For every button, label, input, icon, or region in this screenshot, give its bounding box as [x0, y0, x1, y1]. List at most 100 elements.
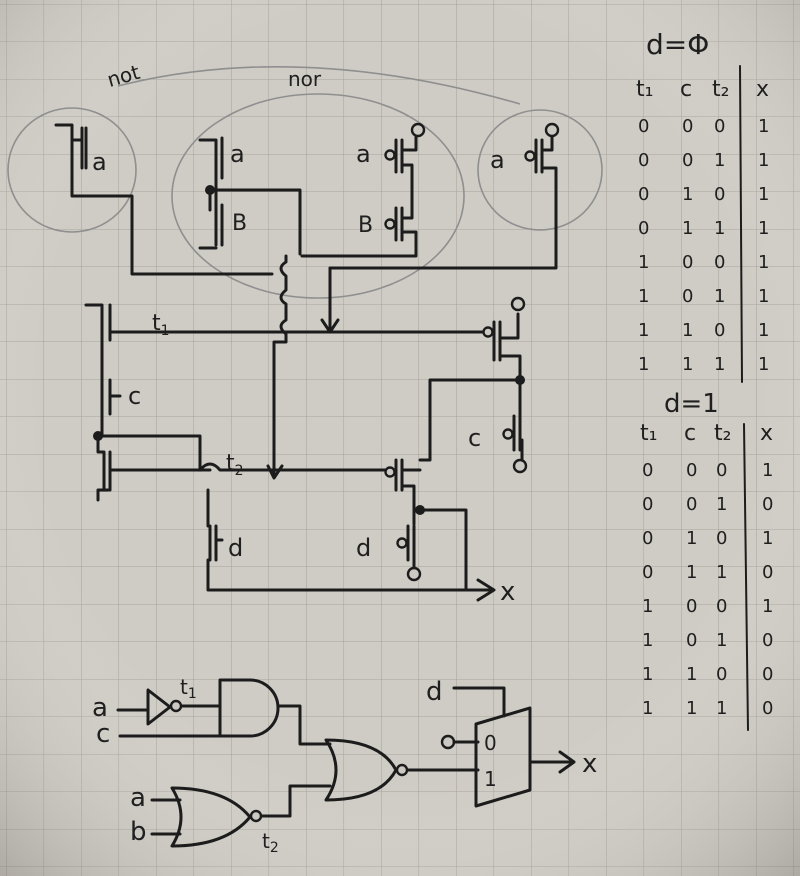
table-cell: 0	[714, 252, 725, 273]
table-cell: 1	[638, 286, 649, 307]
t2-wire	[198, 462, 398, 472]
table-cell: 1	[716, 698, 727, 719]
output-stage: d d x	[206, 458, 515, 607]
table-header-cell: c	[684, 421, 696, 446]
label-d-left: d	[228, 534, 243, 562]
table-cell: 0	[638, 184, 649, 205]
table-cell: 0	[686, 630, 697, 651]
table-cell: 1	[714, 286, 725, 307]
table-cell: 0	[714, 116, 725, 137]
mux	[474, 706, 532, 808]
table-cell: 1	[758, 218, 769, 239]
table-cell: 0	[642, 494, 653, 515]
table-divider	[739, 65, 743, 383]
gate-input-c: c	[96, 719, 110, 749]
label-d-right: d	[356, 534, 371, 562]
table-cell: 1	[762, 528, 773, 549]
table-cell: 1	[642, 630, 653, 651]
label-a-nor-right: a	[356, 140, 371, 168]
table-cell: 1	[714, 354, 725, 375]
table-cell: 0	[682, 150, 693, 171]
table-cell: 1	[758, 286, 769, 307]
nor-annotation: nor	[288, 67, 322, 91]
table-header-cell: x	[756, 77, 769, 102]
table-cell: 0	[716, 664, 727, 685]
table-cell: 1	[762, 596, 773, 617]
table-divider	[743, 423, 749, 731]
table-cell: 1	[682, 354, 693, 375]
table-cell: 1	[758, 252, 769, 273]
table-cell: 0	[762, 698, 773, 719]
table-cell: 0	[716, 460, 727, 481]
nor-gate-inputs	[170, 786, 252, 848]
table-cell: 0	[638, 150, 649, 171]
transistor-schematic: a a B a B a	[54, 122, 560, 607]
table-cell: 1	[716, 562, 727, 583]
gate-t1-label: t1	[180, 675, 197, 702]
nor-circle	[171, 93, 465, 299]
label-b-nor-left: B	[232, 211, 247, 236]
label-a-right: a	[490, 146, 505, 174]
label-a-left: a	[92, 148, 107, 176]
table-cell: 1	[758, 150, 769, 171]
table-cell: 0	[686, 494, 697, 515]
table-cell: 0	[682, 286, 693, 307]
label-t2: t2	[226, 451, 244, 479]
table-header-cell: t₂	[714, 421, 731, 446]
mux-select-d: d	[426, 677, 443, 707]
table-cell: 0	[686, 460, 697, 481]
table-cell: 1	[638, 320, 649, 341]
label-c-right: c	[468, 424, 481, 452]
table-header-cell: t₁	[640, 421, 657, 446]
table-cell: 0	[762, 562, 773, 583]
gate-level-diagram: a c t1 a b t2 d 0 1 x	[92, 675, 597, 856]
pmos-a-left: a	[54, 123, 274, 276]
right-pmos-t1-c: c	[418, 296, 528, 474]
table-cell: 1	[716, 494, 727, 515]
table-cell: 1	[758, 320, 769, 341]
not-gate	[146, 688, 172, 726]
table-header-cell: x	[760, 421, 773, 446]
table-title: d=Φ	[646, 28, 709, 61]
label-c-left: c	[128, 382, 141, 410]
gate-input-b2: b	[130, 817, 147, 847]
table-cell: 1	[682, 184, 693, 205]
table-cell: 1	[716, 630, 727, 651]
table-cell: 0	[714, 184, 725, 205]
gate-t2-label: t2	[262, 829, 279, 856]
not-connector-arc	[117, 65, 521, 105]
table-cell: 0	[682, 116, 693, 137]
table-cell: 1	[686, 562, 697, 583]
gate-input-a2: a	[130, 783, 146, 813]
table-cell: 1	[642, 596, 653, 617]
table-cell: 1	[686, 528, 697, 549]
table-cell: 1	[714, 218, 725, 239]
table-cell: 1	[686, 664, 697, 685]
gate-input-a: a	[92, 693, 108, 723]
table-cell: 1	[686, 698, 697, 719]
table-cell: 0	[686, 596, 697, 617]
label-a-nor-left: a	[230, 140, 245, 168]
table-cell: 0	[642, 528, 653, 549]
table-cell: 0	[642, 562, 653, 583]
table-cell: 1	[682, 320, 693, 341]
and-gate	[218, 678, 280, 738]
not-circle-left	[7, 107, 137, 233]
table-cell: 0	[638, 116, 649, 137]
table-title: d=1	[664, 389, 719, 419]
table-cell: 1	[638, 252, 649, 273]
mux-in0-label: 0	[484, 731, 497, 755]
table-cell: 0	[762, 630, 773, 651]
nor-transistor-stack-left: a B	[198, 136, 302, 256]
label-b-nor-right: B	[358, 213, 373, 238]
table-cell: 1	[762, 460, 773, 481]
table-cell: 0	[638, 218, 649, 239]
pmos-a-right: a	[328, 122, 560, 270]
table-cell: 1	[758, 116, 769, 137]
table-cell: 0	[714, 320, 725, 341]
table-cell: 1	[758, 184, 769, 205]
